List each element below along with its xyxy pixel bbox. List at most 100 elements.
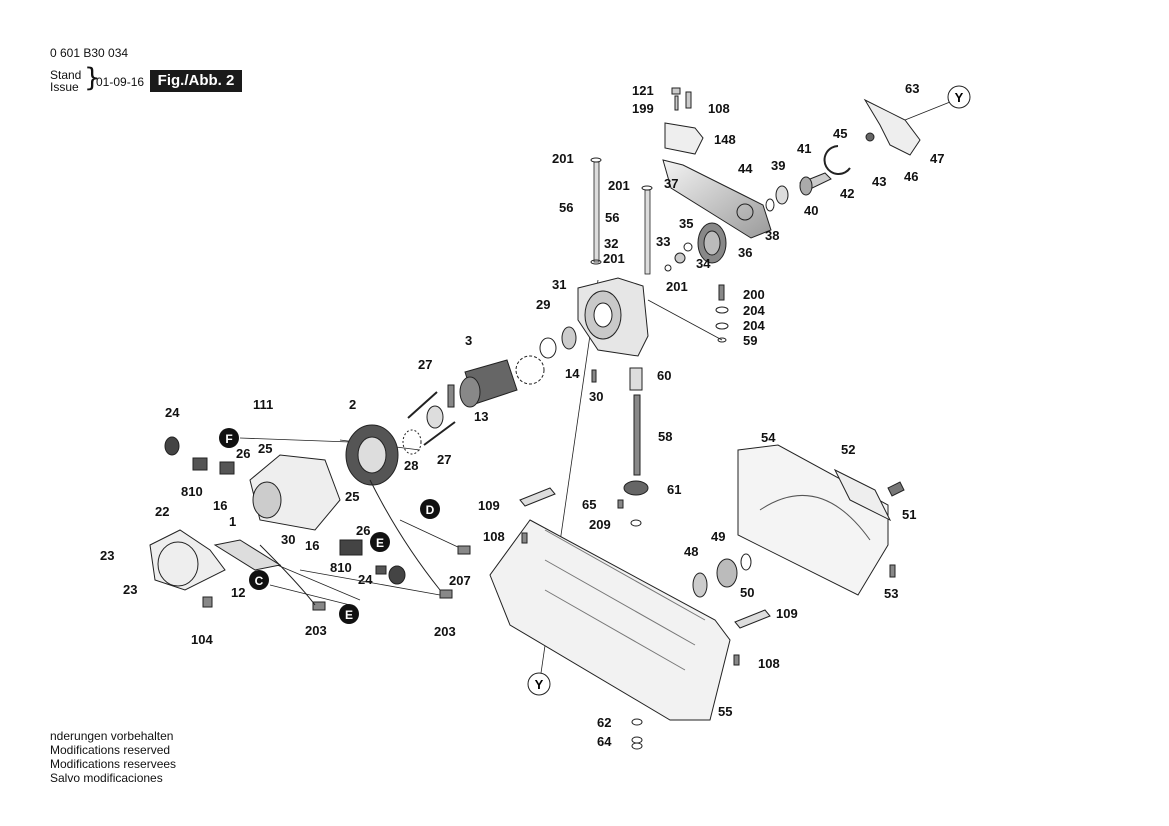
part-label: 23 xyxy=(100,548,114,563)
part-label: 65 xyxy=(582,497,596,512)
part-label: 30 xyxy=(589,389,603,404)
part-label: 29 xyxy=(536,297,550,312)
gearbox-housing-31 xyxy=(577,277,649,357)
part-label: 204 xyxy=(743,318,765,333)
base-frame-55 xyxy=(489,519,731,721)
arm-37 xyxy=(662,159,772,239)
part-label: 26 xyxy=(236,446,250,461)
svg-text:Y: Y xyxy=(535,677,544,692)
part-label: 148 xyxy=(714,132,736,147)
issue-text: Issue xyxy=(50,80,79,94)
part-label: 46 xyxy=(904,169,918,184)
part-label: 108 xyxy=(483,529,505,544)
lead-screw-58 xyxy=(633,394,641,476)
part-label: 58 xyxy=(658,429,672,444)
part-label: 201 xyxy=(666,279,688,294)
part-label: 27 xyxy=(437,452,451,467)
document-number: 0 601 B30 034 xyxy=(50,46,129,60)
svg-text:Y: Y xyxy=(955,90,964,105)
part-label: 25 xyxy=(258,441,272,456)
part-label: 26 xyxy=(356,523,370,538)
stator-2 xyxy=(345,424,399,486)
part-label: 203 xyxy=(305,623,327,638)
part-label: 53 xyxy=(884,586,898,601)
part-label: 51 xyxy=(902,507,916,522)
part-label: 39 xyxy=(771,158,785,173)
part-label: 199 xyxy=(632,101,654,116)
part-label: 64 xyxy=(597,734,612,749)
bracket-46 xyxy=(863,98,921,156)
stand-issue-label: Stand Issue xyxy=(50,69,81,93)
part-label: 35 xyxy=(679,216,693,231)
part-label: 24 xyxy=(165,405,180,420)
part-label: 56 xyxy=(559,200,573,215)
part-label: 22 xyxy=(155,504,169,519)
shaft-40 xyxy=(799,172,832,196)
part-label: 36 xyxy=(738,245,752,260)
svg-text:E: E xyxy=(376,536,384,550)
part-label: 32 xyxy=(604,236,618,251)
brace-glyph: } xyxy=(84,63,101,93)
callout-E-upper: E xyxy=(370,532,390,552)
part-label: 201 xyxy=(608,178,630,193)
part-label: 121 xyxy=(632,83,654,98)
svg-text:D: D xyxy=(426,503,435,517)
part-label: 61 xyxy=(667,482,681,497)
part-label: 30 xyxy=(281,532,295,547)
callout-Y-top: Y xyxy=(947,85,971,109)
part-label: 33 xyxy=(656,234,670,249)
part-label: 16 xyxy=(305,538,319,553)
gear-36 xyxy=(697,222,727,264)
part-label: 16 xyxy=(213,498,227,513)
part-label: 48 xyxy=(684,544,698,559)
callout-Y-bottom: Y xyxy=(527,672,551,696)
part-label: 31 xyxy=(552,277,566,292)
svg-text:E: E xyxy=(345,608,353,622)
part-label: 204 xyxy=(743,303,765,318)
motor-housing-1 xyxy=(249,454,341,531)
bevel-gear-61 xyxy=(623,480,649,496)
part-label: 109 xyxy=(478,498,500,513)
part-label: 37 xyxy=(664,176,678,191)
part-label: 59 xyxy=(743,333,757,348)
callout-E-lower: E xyxy=(339,604,359,624)
part-label: 810 xyxy=(330,560,352,575)
part-label: 200 xyxy=(743,287,765,302)
part-label: 40 xyxy=(804,203,818,218)
part-label: 42 xyxy=(840,186,854,201)
part-label: 28 xyxy=(404,458,418,473)
footer-line: Salvo modificaciones xyxy=(50,771,163,785)
plate-52 xyxy=(833,468,892,522)
shaft-56-left xyxy=(593,161,600,263)
part-label: 27 xyxy=(418,357,432,372)
part-label: 111 xyxy=(253,397,273,412)
part-label: 810 xyxy=(181,484,203,499)
part-label: 47 xyxy=(930,151,944,166)
part-label: 2 xyxy=(349,397,356,412)
part-label: 38 xyxy=(765,228,779,243)
part-label: 60 xyxy=(657,368,671,383)
part-label: 13 xyxy=(474,409,488,424)
footer-line: nderungen vorbehalten xyxy=(50,729,174,743)
part-label: 201 xyxy=(552,151,574,166)
part-label: 62 xyxy=(597,715,611,730)
part-label: 23 xyxy=(123,582,137,597)
callout-C: C xyxy=(249,570,269,590)
figure-badge: Fig./Abb. 2 xyxy=(150,70,242,92)
svg-text:C: C xyxy=(255,574,264,588)
part-label: 25 xyxy=(345,489,359,504)
part-label: 201 xyxy=(603,251,625,266)
arm-148 xyxy=(664,87,704,155)
part-label: 203 xyxy=(434,624,456,639)
callout-F: F xyxy=(219,428,239,448)
callout-D: D xyxy=(420,499,440,519)
part-label: 56 xyxy=(605,210,619,225)
part-label: 1 xyxy=(229,514,236,529)
part-label: 43 xyxy=(872,174,886,189)
part-label-group: 121 199 108 148 201 56 32 33 35 36 34 37… xyxy=(100,81,944,749)
part-label: 209 xyxy=(589,517,611,532)
part-label: 3 xyxy=(465,333,472,348)
part-label: 207 xyxy=(449,573,471,588)
part-label: 52 xyxy=(841,442,855,457)
